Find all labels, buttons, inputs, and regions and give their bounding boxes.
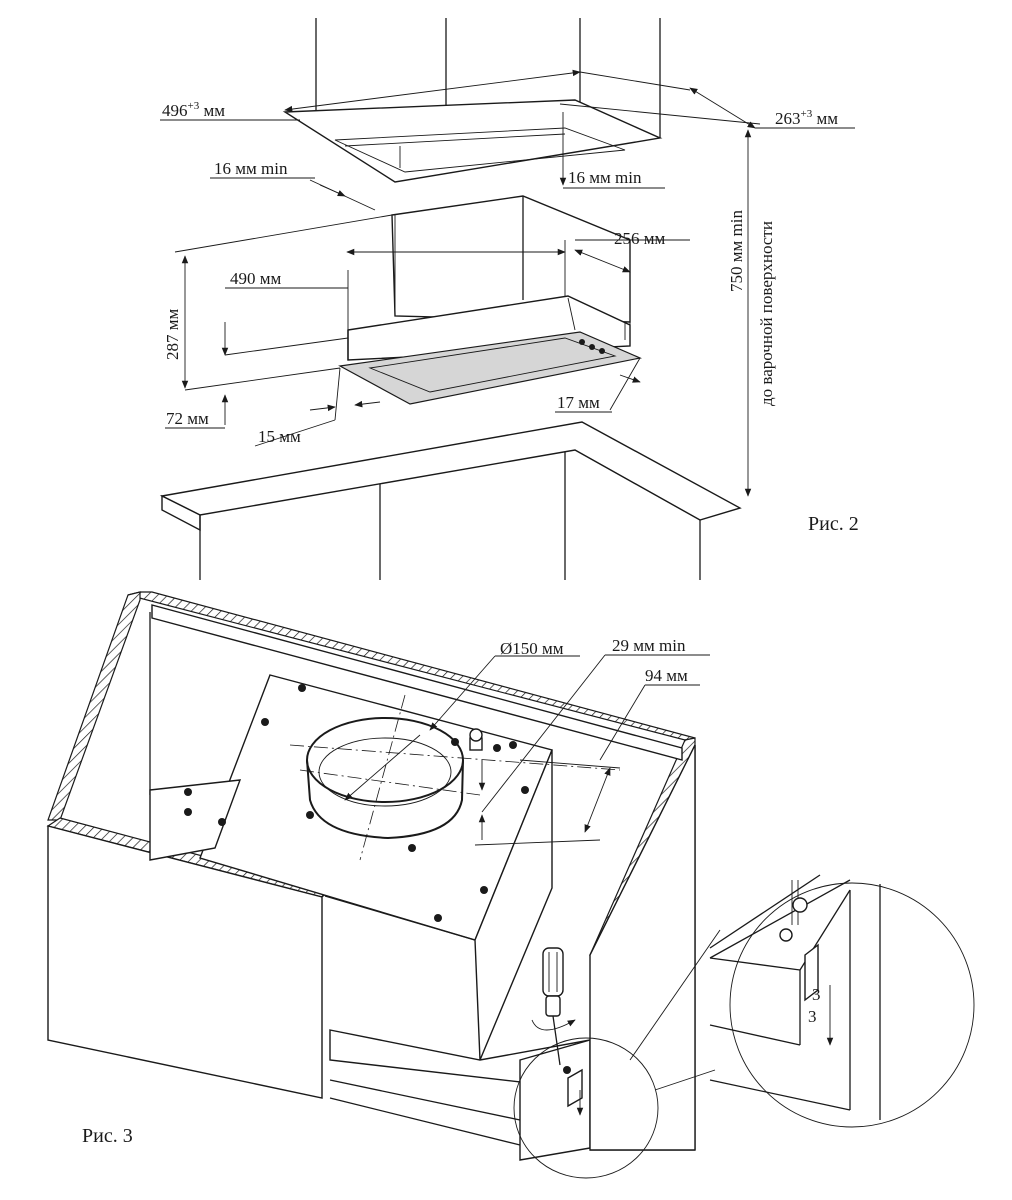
control-buttons xyxy=(579,339,605,354)
screws xyxy=(184,684,571,1074)
duct-flange xyxy=(289,694,621,861)
dims-cabinet xyxy=(160,69,855,211)
dim-cabinet-depth: 263+3 мм xyxy=(775,108,838,128)
detail-label-a: 3 xyxy=(812,985,821,1004)
figure-3: 3 3 Ø150 мм 29 мм min 94 мм Рис. 3 xyxy=(46,591,975,1179)
latch xyxy=(567,1068,584,1116)
dim-hood-depth: 256 мм xyxy=(614,229,666,248)
dim-hood-height: 287 мм xyxy=(163,308,182,360)
caption-figure-3: Рис. 3 xyxy=(82,1125,133,1147)
dim-offset: 94 мм xyxy=(645,666,688,685)
detail-magnified: 3 3 xyxy=(709,874,975,1128)
detail-callout-small xyxy=(513,1037,659,1179)
dim-side-gap: 16 мм min xyxy=(214,159,288,178)
hood-unit xyxy=(338,195,642,405)
hood-box xyxy=(149,674,696,1161)
cabinet-walls xyxy=(46,591,696,1150)
caption-figure-2: Рис. 2 xyxy=(808,513,859,535)
hood-side xyxy=(474,749,553,1061)
base-cabinet xyxy=(159,421,742,580)
dim-hood-width: 490 мм xyxy=(230,269,282,288)
dim-side-offset: 15 мм xyxy=(258,427,301,446)
left-wall-section xyxy=(47,591,141,821)
dim-duct-diameter: Ø150 мм xyxy=(500,639,564,658)
dim-height-min: 750 мм min xyxy=(727,210,746,292)
front-panel xyxy=(47,825,323,1099)
figure-3-labels: Ø150 мм 29 мм min 94 мм Рис. 3 xyxy=(82,636,688,1147)
cabinet-cutout xyxy=(334,127,626,173)
dims-hood xyxy=(165,214,690,447)
dim-cabinet-width: 496+3 мм xyxy=(162,100,225,120)
detail-label-b: 3 xyxy=(808,1007,817,1026)
dim-height-note: до варочной поверхности xyxy=(757,221,776,406)
figure-2-labels: 496+3 мм 263+3 мм 16 мм min 16 мм min 25… xyxy=(162,100,859,535)
dim-front-offset: 17 мм xyxy=(557,393,600,412)
wall-cabinet xyxy=(282,18,663,183)
dim-panel-height: 72 мм xyxy=(166,409,209,428)
screwdriver xyxy=(531,947,576,1066)
dims-figure-3 xyxy=(344,654,710,846)
hood-top-box xyxy=(391,195,631,323)
figure-2: 496+3 мм 263+3 мм 16 мм min 16 мм min 25… xyxy=(159,18,859,580)
dim-front-gap: 16 мм min xyxy=(568,168,642,187)
dim-min-clearance: 29 мм min xyxy=(612,636,686,655)
countertop xyxy=(159,421,742,521)
